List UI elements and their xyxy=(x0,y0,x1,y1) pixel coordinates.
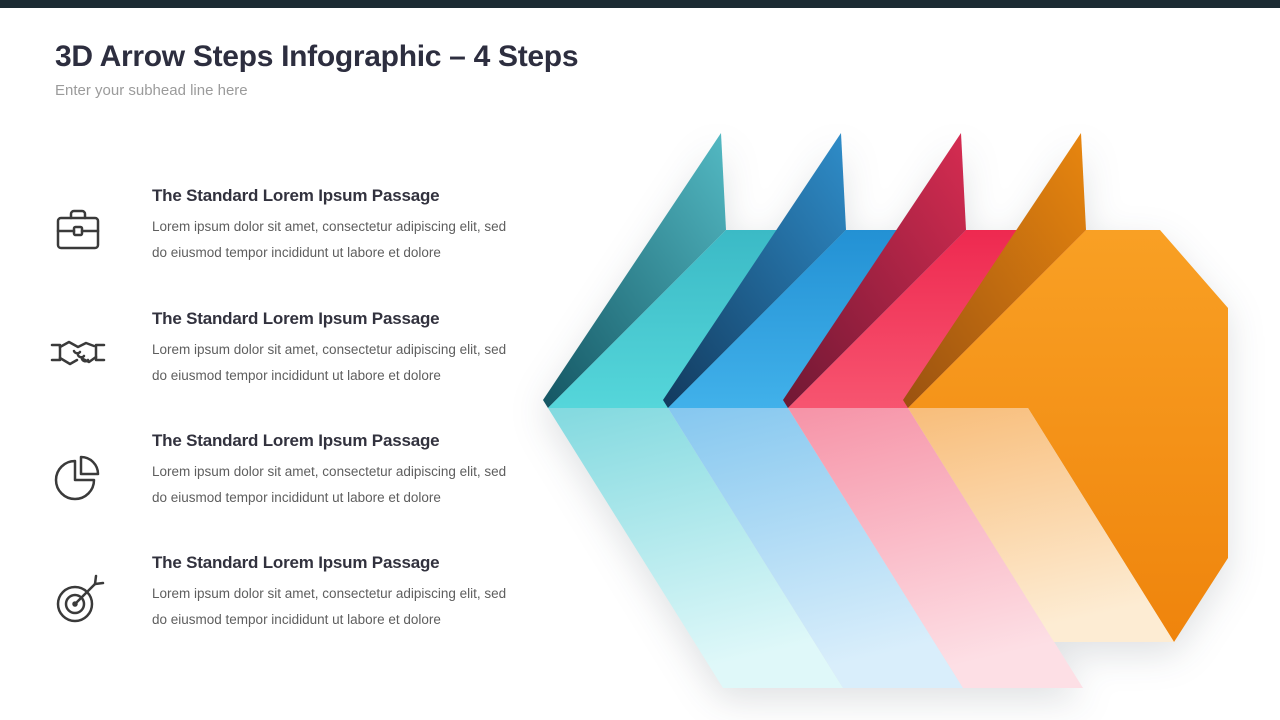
briefcase-icon xyxy=(50,202,106,258)
step-body: Lorem ipsum dolor sit amet, consectetur … xyxy=(152,586,507,627)
step-heading: The Standard Lorem Ipsum Passage xyxy=(152,309,440,328)
step-heading: The Standard Lorem Ipsum Passage xyxy=(152,431,440,450)
handshake-icon xyxy=(50,325,106,381)
page-title: 3D Arrow Steps Infographic – 4 Steps xyxy=(55,40,579,73)
step-item-3: The Standard Lorem Ipsum Passage Lorem i… xyxy=(50,431,530,511)
step-text-1: The Standard Lorem Ipsum Passage Lorem i… xyxy=(152,186,530,266)
step-item-4: The Standard Lorem Ipsum Passage Lorem i… xyxy=(50,553,530,633)
top-accent-bar xyxy=(0,0,1280,8)
page-subtitle: Enter your subhead line here xyxy=(55,82,248,99)
pie-chart-icon xyxy=(50,447,106,503)
slide-header: 3D Arrow Steps Infographic – 4 Steps Ent… xyxy=(55,40,579,99)
step-heading: The Standard Lorem Ipsum Passage xyxy=(152,186,440,205)
target-icon xyxy=(50,569,106,625)
step-body: Lorem ipsum dolor sit amet, consectetur … xyxy=(152,219,507,260)
step-heading: The Standard Lorem Ipsum Passage xyxy=(152,553,440,572)
step-text-4: The Standard Lorem Ipsum Passage Lorem i… xyxy=(152,553,530,633)
step-body: Lorem ipsum dolor sit amet, consectetur … xyxy=(152,464,507,505)
step-text-2: The Standard Lorem Ipsum Passage Lorem i… xyxy=(152,309,530,389)
arrows-graphic xyxy=(543,133,1228,688)
step-item-2: The Standard Lorem Ipsum Passage Lorem i… xyxy=(50,309,530,389)
step-body: Lorem ipsum dolor sit amet, consectetur … xyxy=(152,342,507,383)
arrow-step-4 xyxy=(903,133,1228,642)
step-text-3: The Standard Lorem Ipsum Passage Lorem i… xyxy=(152,431,530,511)
step-item-1: The Standard Lorem Ipsum Passage Lorem i… xyxy=(50,186,530,266)
